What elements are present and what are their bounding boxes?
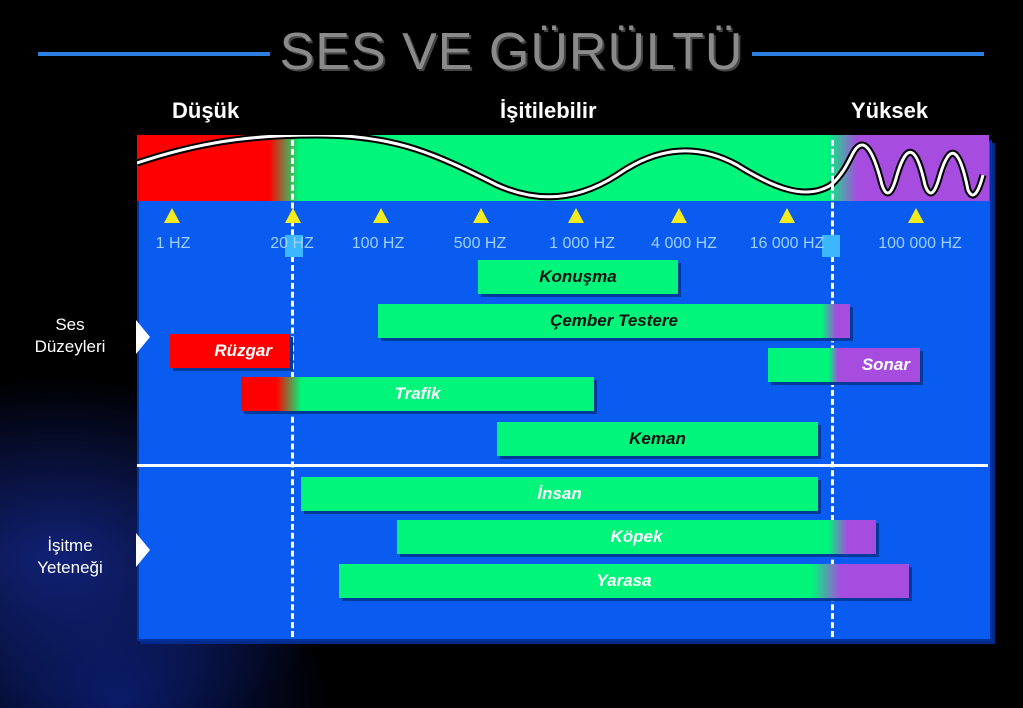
region-label-high: Yüksek xyxy=(851,98,929,123)
tick-marker-16000hz xyxy=(779,208,795,223)
frequency-wave-band xyxy=(137,135,989,201)
title-rule-right xyxy=(752,52,984,56)
bar-label-insan: İnsan xyxy=(537,484,582,503)
tick-marker-100000hz xyxy=(908,208,924,223)
bar-label-yarasa: Yarasa xyxy=(596,571,652,590)
tick-label-100hz: 100 HZ xyxy=(351,235,405,252)
bar-trafik: Trafik xyxy=(241,377,594,411)
bar-label-sonar: Sonar xyxy=(861,355,910,374)
section-arrow-hearing-ability xyxy=(136,533,150,567)
tick-marker-4000hz xyxy=(671,208,687,223)
tick-label-100000hz: 100 000 HZ xyxy=(878,235,962,252)
bar-ruzgar: Rüzgar xyxy=(170,334,290,368)
tick-marker-1000hz xyxy=(568,208,584,223)
bar-yarasa: Yarasa xyxy=(339,564,909,598)
bar-label-ruzgar: Rüzgar xyxy=(214,341,272,360)
bar-cember-testere: Çember Testere xyxy=(378,304,850,338)
tick-marker-1hz xyxy=(164,208,180,223)
region-label-audible: İşitilebilir xyxy=(500,98,597,123)
tick-label-1000hz: 1 000 HZ xyxy=(549,235,615,252)
section-arrow-sound-levels xyxy=(136,320,150,354)
page-title: SES VE GÜRÜLTÜ xyxy=(279,23,744,81)
section-label-hearing-ability: İşitme Yeteneği xyxy=(20,535,120,579)
section-divider xyxy=(137,464,988,467)
bar-label-kopek: Köpek xyxy=(610,527,663,546)
section-label-hearing-ability-text: İşitme Yeteneği xyxy=(37,536,103,577)
tick-label-20hz: 20 HZ xyxy=(270,235,314,252)
tick-marker-20hz xyxy=(285,208,301,223)
bar-insan: İnsan xyxy=(301,477,818,511)
tick-label-500hz: 500 HZ xyxy=(453,235,507,252)
boundary-marker-16000hz xyxy=(822,235,840,257)
section-label-sound-levels: Ses Düzeyleri xyxy=(20,314,120,358)
tick-label-4000hz: 4 000 HZ xyxy=(651,235,717,252)
bar-sonar: Sonar xyxy=(768,348,920,382)
title-rule-left xyxy=(38,52,270,56)
tick-label-16000hz: 16 000 HZ xyxy=(749,235,825,252)
bar-kopek: Köpek xyxy=(397,520,876,554)
tick-marker-500hz xyxy=(473,208,489,223)
bar-konusma: Konuşma xyxy=(478,260,678,294)
bar-label-trafik: Trafik xyxy=(394,384,441,403)
boundary-line-16000hz xyxy=(831,140,834,637)
section-label-sound-levels-text: Ses Düzeyleri xyxy=(34,315,106,356)
tick-marker-100hz xyxy=(373,208,389,223)
bar-label-cember-testere: Çember Testere xyxy=(550,311,678,330)
boundary-marker-20hz xyxy=(285,235,303,257)
region-label-low: Düşük xyxy=(172,98,240,123)
bar-keman: Keman xyxy=(497,422,818,456)
bar-label-keman: Keman xyxy=(629,429,686,448)
bar-label-konusma: Konuşma xyxy=(539,267,617,286)
tick-label-1hz: 1 HZ xyxy=(155,235,191,252)
